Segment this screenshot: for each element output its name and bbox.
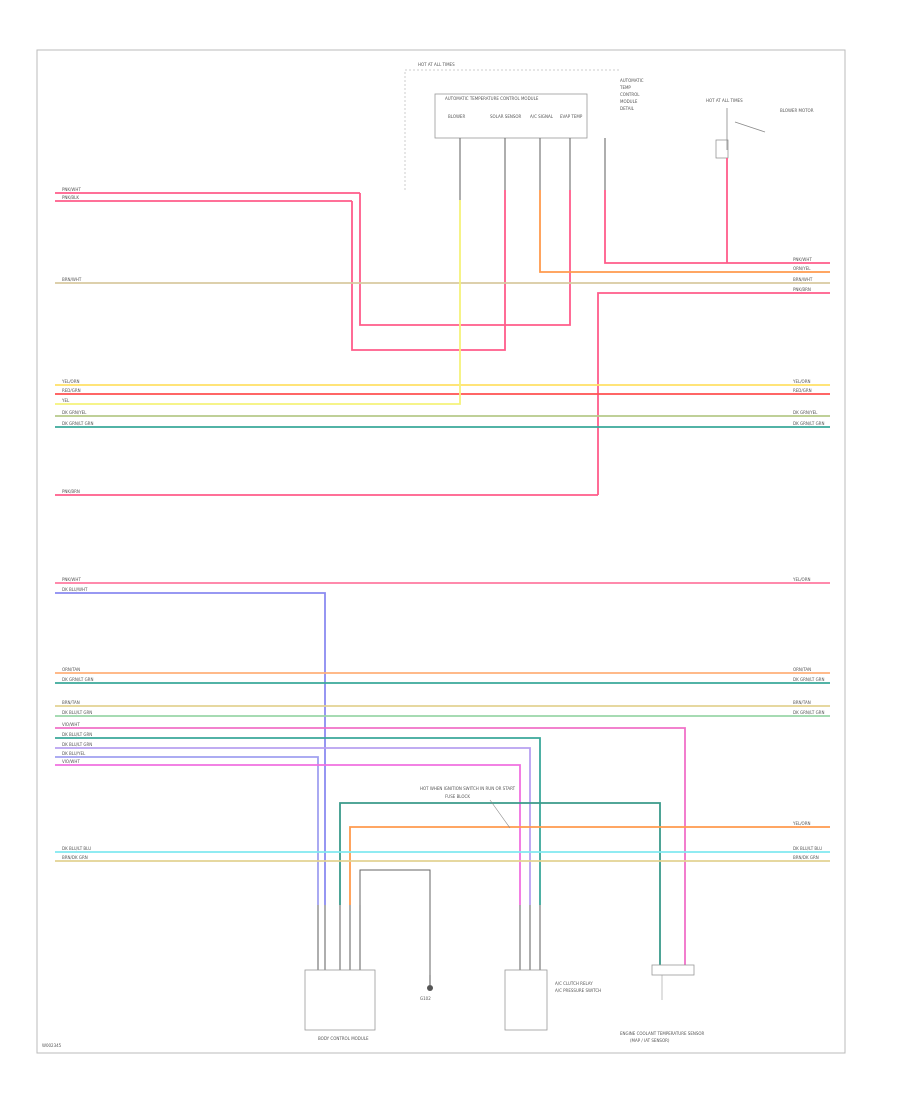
label: YEL/ORN xyxy=(792,577,810,582)
bcm-connector-stubs xyxy=(317,905,361,970)
label: PNK/WHT xyxy=(62,577,81,582)
label: YEL/ORN xyxy=(792,379,810,384)
pin-label: EVAP TEMP xyxy=(560,114,583,119)
side-note-line: AUTOMATIC xyxy=(620,78,644,83)
label: BRN/TAN xyxy=(793,700,811,705)
top-module-group: HOT AT ALL TIMES AUTOMATIC TEMPERATURE C… xyxy=(404,62,814,200)
label: DK GRN/YEL xyxy=(62,410,87,415)
wire-pnk-route-b xyxy=(351,190,506,351)
label: PNK/BRN xyxy=(793,287,811,292)
label: BRN/WHT xyxy=(793,277,813,282)
module-top-note: HOT AT ALL TIMES xyxy=(418,62,455,67)
side-note-line: MODULE xyxy=(620,99,638,104)
label: ORN/TAN xyxy=(793,667,811,672)
wire-dark-loop xyxy=(359,869,431,975)
ground-symbol xyxy=(427,985,433,991)
splice-note: HOT WHEN IGNITION SWITCH IN RUN OR START… xyxy=(420,786,516,829)
label: VIO/WHT xyxy=(62,759,80,764)
module-top-title: AUTOMATIC TEMPERATURE CONTROL MODULE xyxy=(445,96,539,101)
svg-text:FUSE BLOCK: FUSE BLOCK xyxy=(445,794,470,799)
relay-label: A/C CLUTCH RELAY xyxy=(555,981,593,986)
label: DK BLU/LT GRN xyxy=(62,710,92,715)
footer-code: W002345 xyxy=(42,1043,62,1048)
wire-orn-right xyxy=(539,190,830,273)
pin-label: SOLAR SENSOR xyxy=(490,114,522,119)
wire-bv1 xyxy=(55,737,541,905)
label: BRN/TAN xyxy=(62,700,80,705)
label: DK GRN/LT GRN xyxy=(62,677,93,682)
label: PNK/BLK xyxy=(62,195,79,200)
wire-teal-loop xyxy=(339,802,661,965)
right-wire-labels: PNK/WHT ORN/YEL BRN/WHT PNK/BRN YEL/ORN … xyxy=(792,257,824,860)
label: PNK/WHT xyxy=(793,257,812,262)
side-note-line: TEMP xyxy=(619,85,631,90)
pin-label: BLOWER xyxy=(448,114,465,119)
sensor-label: ENGINE COOLANT TEMPERATURE SENSOR xyxy=(620,1031,705,1036)
label: VIO/WHT xyxy=(62,722,80,727)
label: ORN/YEL xyxy=(793,266,811,271)
wire-bv3 xyxy=(55,756,319,905)
label: DK BLU/LT BLU xyxy=(62,846,91,851)
side-note-line: DETAIL xyxy=(620,106,635,111)
switch-label: HOT AT ALL TIMES xyxy=(706,98,743,103)
sensor-module xyxy=(651,964,695,976)
bcm-label: BODY CONTROL MODULE xyxy=(318,1036,369,1041)
label: RED/GRN xyxy=(62,388,81,393)
wire-orn-3 xyxy=(349,826,830,905)
label: RED/GRN xyxy=(793,388,812,393)
label: DK BLU/LT GRN xyxy=(62,732,92,737)
label: DK BLU/WHT xyxy=(62,587,88,592)
label: YEL xyxy=(61,398,70,403)
wire-pnk-right-1 xyxy=(604,190,830,264)
bottom-components: BODY CONTROL MODULE G102 A/C CLUTCH RELA… xyxy=(304,905,705,1043)
left-wire-labels: PNK/WHT PNK/BLK BRN/WHT YEL/ORN RED/GRN … xyxy=(61,187,93,860)
pin-label: A/C SIGNAL xyxy=(530,114,554,119)
side-note-line: CONTROL xyxy=(620,92,640,97)
label: YEL/ORN xyxy=(61,379,79,384)
ground-label: G102 xyxy=(420,996,431,1001)
label: PNK/BRN xyxy=(62,489,80,494)
wire-blu-down xyxy=(55,592,326,905)
label: DK GRN/LT GRN xyxy=(793,677,824,682)
label: DK GRN/LT GRN xyxy=(793,421,824,426)
wire-vio-right xyxy=(55,727,686,965)
label: YEL/ORN xyxy=(792,821,810,826)
label: DK BLU/LT GRN xyxy=(62,742,92,747)
relay-module xyxy=(504,969,548,1031)
wire-pnk-route-a xyxy=(359,190,571,326)
sensor-note: (MAP / IAT SENSOR) xyxy=(630,1038,670,1043)
label: DK GRN/LT GRN xyxy=(793,710,824,715)
switch-name: BLOWER MOTOR xyxy=(780,108,814,113)
bcm-module xyxy=(304,969,376,1031)
svg-text:HOT WHEN IGNITION SWITCH IN RU: HOT WHEN IGNITION SWITCH IN RUN OR START xyxy=(420,786,516,791)
label: BRN/WHT xyxy=(62,277,82,282)
label: DK GRN/LT GRN xyxy=(62,421,93,426)
diagram-frame xyxy=(36,49,846,1054)
wire-yel-up xyxy=(55,200,461,405)
label: BRN/DK GRN xyxy=(62,855,88,860)
label: DK BLU/YEL xyxy=(62,751,86,756)
label: BRN/DK GRN xyxy=(793,855,819,860)
wire-mag xyxy=(55,764,521,905)
label: PNK/WHT xyxy=(62,187,81,192)
label: DK BLU/LT BLU xyxy=(793,846,822,851)
label: ORN/TAN xyxy=(62,667,80,672)
pressure-switch-label: A/C PRESSURE SWITCH xyxy=(555,988,601,993)
label: DK GRN/YEL xyxy=(793,410,818,415)
wire-bundle xyxy=(55,158,830,975)
